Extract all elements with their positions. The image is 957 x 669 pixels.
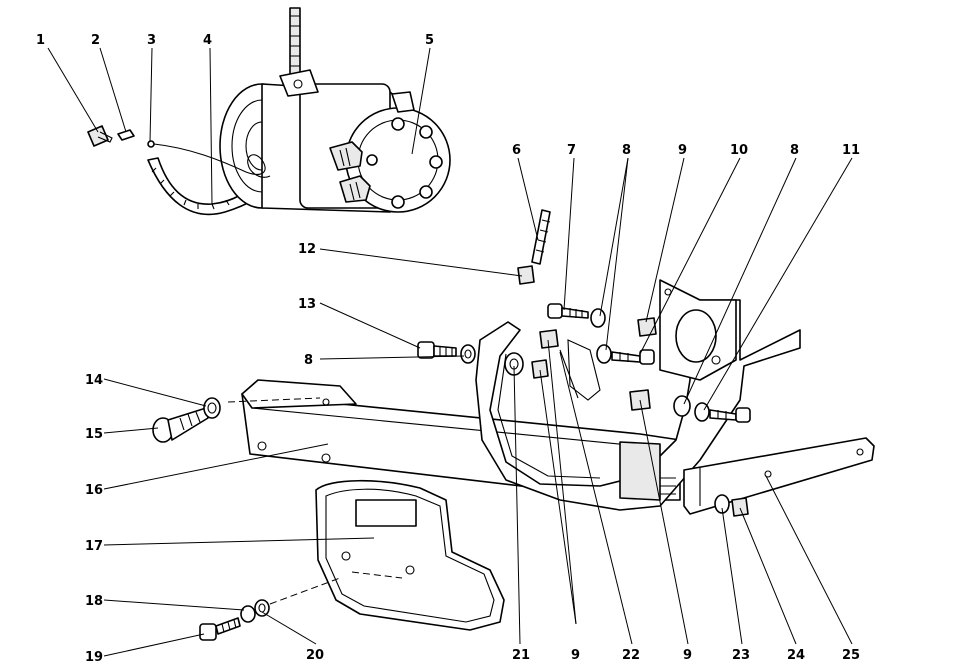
callout-14: 14 <box>85 373 103 388</box>
bolt-7-and-washer <box>547 303 606 328</box>
callout-6: 6 <box>512 143 521 158</box>
callout-11: 11 <box>842 143 860 158</box>
bolt-13-and-washer <box>417 341 476 364</box>
callout-1: 1 <box>36 33 45 48</box>
callout-9a: 9 <box>678 143 687 158</box>
tensioner-bracket <box>475 279 801 511</box>
callout-12: 12 <box>298 242 316 257</box>
belt-guard-cover <box>315 479 505 631</box>
callout-15: 15 <box>85 427 103 442</box>
callout-17: 17 <box>85 539 103 554</box>
callout-8b: 8 <box>790 143 799 158</box>
callout-20: 20 <box>306 648 324 663</box>
callout-18: 18 <box>85 594 103 609</box>
callout-24: 24 <box>787 648 805 663</box>
ac-compressor <box>219 69 451 213</box>
spacer-and-nuts <box>504 329 559 379</box>
callout-16: 16 <box>85 483 103 498</box>
callout-9b: 9 <box>571 648 580 663</box>
callout-25: 25 <box>842 648 860 663</box>
callout-labels: 1 2 3 4 5 6 7 8 9 10 8 11 12 13 8 14 15 … <box>36 33 860 665</box>
callout-5: 5 <box>425 33 434 48</box>
callout-2: 2 <box>91 33 100 48</box>
bolt-11-and-washer <box>673 395 751 423</box>
callout-9c: 9 <box>683 648 692 663</box>
stud-and-nut <box>517 209 551 285</box>
callout-7: 7 <box>567 143 576 158</box>
cover-bolt-and-washers <box>199 577 341 641</box>
bolt-15-and-washer <box>152 397 221 443</box>
callout-8a: 8 <box>622 143 631 158</box>
nuts-and-bolt-10 <box>596 317 657 411</box>
callout-4: 4 <box>203 33 212 48</box>
callout-13: 13 <box>298 297 316 312</box>
callout-19: 19 <box>85 650 103 665</box>
mounting-rail <box>227 379 681 501</box>
callout-22: 22 <box>622 648 640 663</box>
leader-lines <box>47 47 853 657</box>
callout-8c: 8 <box>304 353 313 368</box>
callout-23: 23 <box>732 648 750 663</box>
callout-21: 21 <box>512 648 530 663</box>
support-strap <box>683 437 875 517</box>
callout-10: 10 <box>730 143 748 158</box>
callout-3: 3 <box>147 33 156 48</box>
